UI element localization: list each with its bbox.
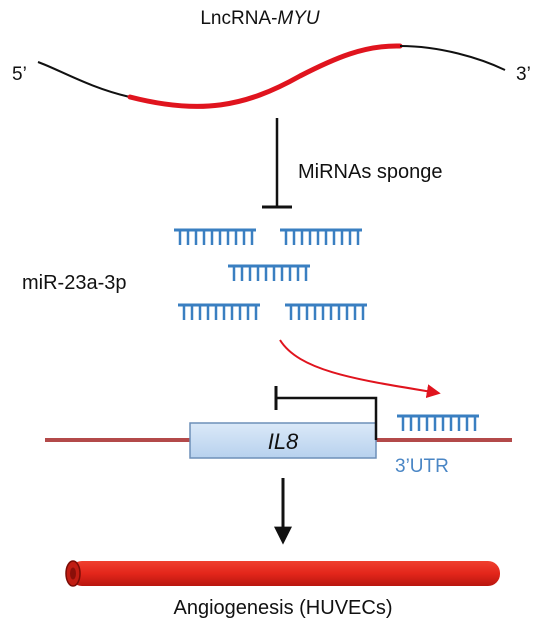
utr-inhibition-arrow (274, 386, 378, 440)
sponge-label: MiRNAs sponge (298, 161, 443, 183)
five-prime-label: 5’ (12, 64, 27, 85)
sponge-inhibition-arrow (262, 118, 292, 209)
blood-vessel (65, 560, 500, 587)
lncrna-title-gene: MYU (277, 8, 320, 29)
utr-label: 3’UTR (395, 456, 449, 477)
mirna-glyph-5 (283, 303, 369, 322)
mirna-glyph-2 (278, 228, 364, 247)
gene-name: IL8 (268, 429, 299, 454)
lncrna-title: LncRNA-MYU (200, 8, 320, 29)
mirna-glyph-3 (226, 264, 312, 283)
lncrna-strand-right (399, 45, 506, 71)
mirna-glyph-1 (172, 228, 258, 247)
outcome-label: Angiogenesis (HUVECs) (174, 597, 393, 619)
gene-box (189, 422, 377, 459)
bound-mirna-glyph (395, 414, 481, 433)
lncrna-title-prefix: LncRNA- (200, 8, 277, 29)
mirna-glyph-4 (176, 303, 262, 322)
targeting-arrow (279, 339, 441, 399)
mirna-label: miR-23a-3p (22, 272, 126, 294)
lncrna-strand-highlight (127, 43, 403, 109)
lncrna-strand-left (37, 61, 131, 98)
mirna-cluster (172, 228, 369, 322)
three-prime-label: 3’ (516, 64, 531, 85)
